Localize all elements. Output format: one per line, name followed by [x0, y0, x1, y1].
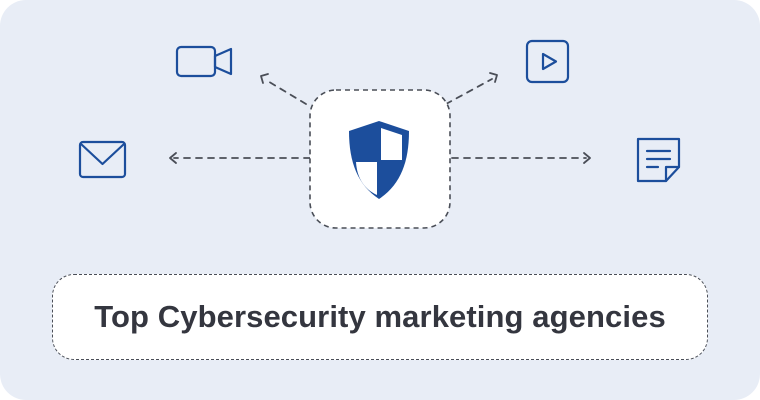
connector-top-right: [445, 78, 493, 105]
arrowhead-left: [169, 152, 177, 164]
page-title: Top Cybersecurity marketing agencies: [94, 299, 666, 334]
title-box: Top Cybersecurity marketing agencies: [52, 274, 708, 360]
arrowhead-top-right: [489, 72, 498, 83]
video-camera-icon: [175, 45, 233, 78]
document-icon: [636, 137, 681, 183]
play-button-icon: [525, 39, 570, 84]
arrowhead-top-left: [260, 73, 269, 84]
envelope-icon: [78, 140, 127, 179]
arrowhead-right: [583, 152, 591, 164]
connector-top-left: [265, 79, 307, 105]
shield-icon: [349, 121, 409, 199]
